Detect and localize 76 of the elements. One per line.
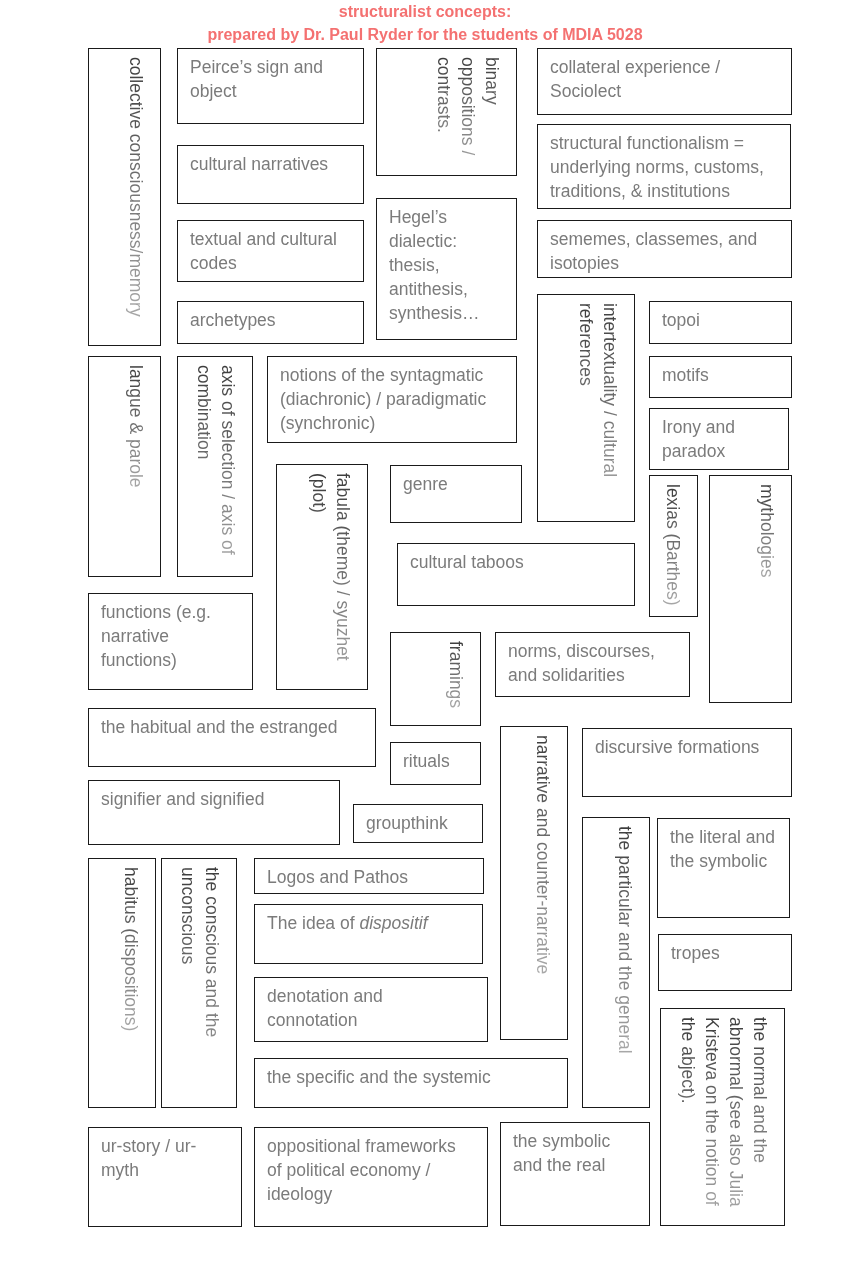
concept-label: Logos and Pathos [267,866,409,889]
concept-box [376,198,517,340]
concept-box [500,1122,650,1226]
author-credit: prepared by Dr. Paul Ryder for the students of MDIA 5028 [207,26,643,43]
concept-box [88,1127,242,1227]
concept-label: oppositional frameworks of political economy / ideology [267,1135,457,1206]
concept-box [657,818,790,918]
concept-box [88,780,340,845]
concept-label: Peirce’s sign and object [190,56,324,103]
concept-box [537,48,792,115]
concept-label: collateral experience / Sociolect [550,56,722,103]
concept-box [177,145,364,204]
concept-box [500,726,568,1040]
concept-box [582,817,650,1108]
concept-box [177,48,364,124]
concept-label: norms, discourses, and solidarities [508,640,656,687]
concept-box [353,804,483,843]
concept-box [177,220,364,282]
concept-box [390,632,481,726]
diagram-title: structuralist concepts: [338,3,512,20]
concept-box [254,904,483,964]
concept-box [649,301,792,344]
concept-box [88,593,253,690]
concept-label: ur-story / ur-myth [101,1135,198,1182]
concept-label: the symbolic and the real [513,1130,612,1177]
concept-box [582,728,792,797]
concept-box [254,977,488,1042]
concept-box [390,465,522,523]
concept-box [495,632,690,697]
concept-box [649,356,792,398]
concept-box [537,220,792,278]
concept-label: Hegel’s dialectic: thesis, antithesis, synthesis… [389,206,481,325]
concept-label: the specific and the systemic [267,1066,491,1089]
concept-label: the habitual and the estranged [101,716,338,739]
concept-label: functions (e.g. narrative functions) [101,601,212,672]
concept-label: structural functionalism = underlying norms, customs, traditions, & institutions [550,132,765,203]
concept-label: the literal and the symbolic [670,826,777,873]
concept-box [276,464,368,690]
concept-box [537,124,791,209]
concept-label: tropes [671,942,720,965]
concept-label: archetypes [190,309,276,332]
concept-box [177,356,253,577]
concept-box [267,356,517,443]
concept-box [88,356,161,577]
concept-label: topoi [662,309,700,332]
concept-box [254,1058,568,1108]
concept-box [88,858,156,1108]
concept-label: groupthink [366,812,448,835]
concept-label: sememes, classemes, and isotopies [550,228,759,275]
concept-box [254,1127,488,1227]
concept-label: signifier and signified [101,788,265,811]
concept-label: The idea of dispositif [267,912,428,935]
concept-box [660,1008,785,1226]
concept-box [254,858,484,894]
concept-box [88,708,376,767]
concept-box [709,475,792,703]
concept-box [390,742,481,785]
concept-label: cultural narratives [190,153,329,176]
concept-label: discursive formations [595,736,760,759]
concept-label: cultural taboos [410,551,524,574]
concept-box [376,48,517,176]
concept-label: genre [403,473,448,496]
concept-label: notions of the syntagmatic (diachronic) / paradigmatic (synchronic) [280,364,488,435]
concept-box [537,294,635,522]
concept-label: Irony and paradox [662,416,736,463]
concept-box [649,475,698,617]
concept-label: textual and cultural codes [190,228,338,275]
concept-box [649,408,789,470]
concept-box [88,48,161,346]
concept-label: denotation and connotation [267,985,384,1032]
concept-box [161,858,237,1108]
concept-box [397,543,635,606]
concept-label: motifs [662,364,709,387]
concept-box [658,934,792,991]
concept-box [177,301,364,344]
concept-label: rituals [403,750,450,773]
